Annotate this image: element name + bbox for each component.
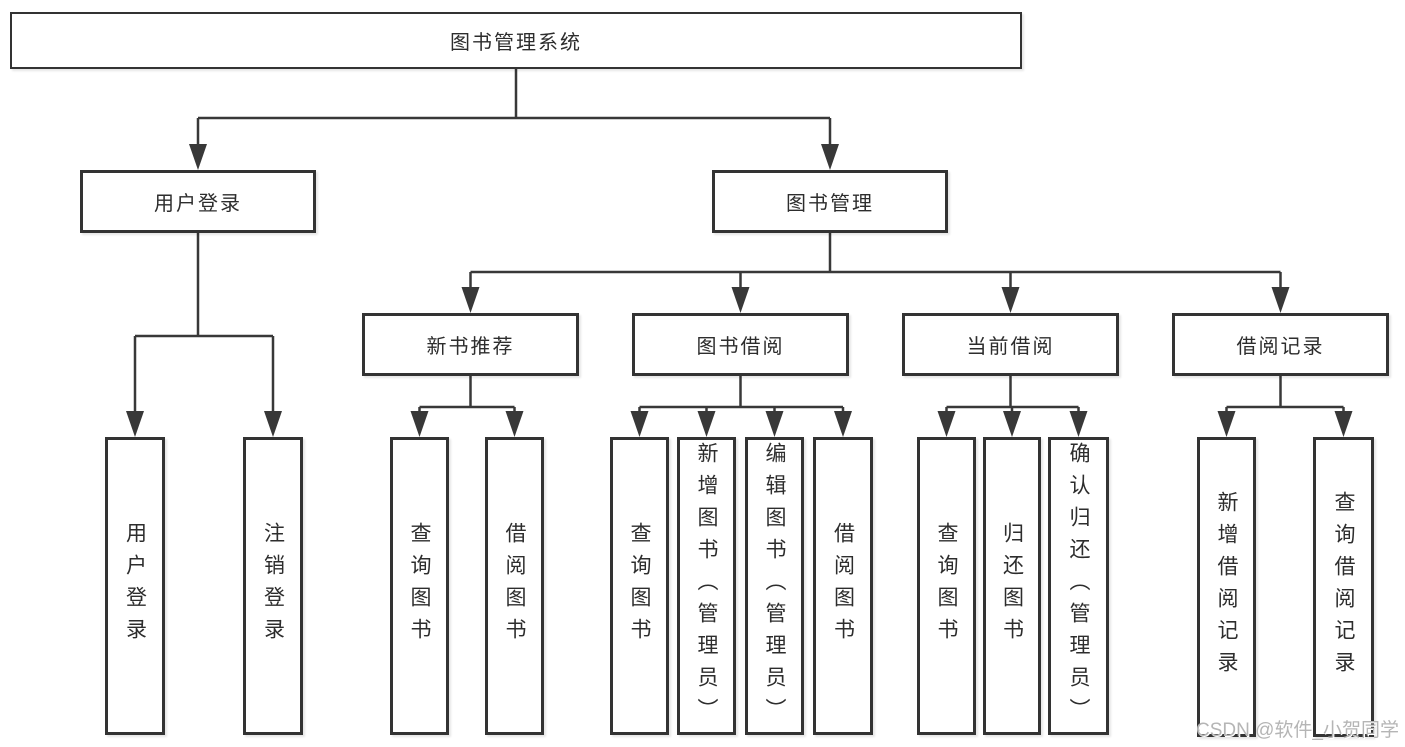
leaf-query-borrow-record: 查询借阅记录 [1313, 437, 1374, 737]
node-user-login: 用户登录 [80, 170, 316, 233]
node-label: 新书推荐 [426, 336, 515, 358]
node-library-management-system: 图书管理系统 [10, 12, 1022, 69]
node-current-borrow: 当前借阅 [902, 313, 1119, 376]
arrowheads [126, 144, 1353, 437]
csdn-watermark: CSDN @软件_小贺同学 [1196, 720, 1399, 741]
node-label: 确认归还（管理员） [1067, 442, 1090, 730]
node-borrow-records: 借阅记录 [1172, 313, 1389, 376]
leaf-query-books-borrow: 查询图书 [610, 437, 669, 735]
node-label: 查询图书 [628, 522, 651, 650]
node-label: 图书借阅 [696, 336, 785, 358]
leaf-return-books: 归还图书 [983, 437, 1041, 735]
node-label: 借阅图书 [831, 522, 855, 650]
leaf-user-login: 用户登录 [105, 437, 165, 735]
node-new-book-recommend: 新书推荐 [362, 313, 579, 376]
leaf-borrow-books: 借阅图书 [813, 437, 873, 735]
leaf-logout: 注销登录 [243, 437, 303, 735]
leaf-query-books-current: 查询图书 [917, 437, 976, 735]
leaf-query-books-recommend: 查询图书 [390, 437, 449, 735]
leaf-add-book-admin: 新增图书（管理员） [677, 437, 736, 735]
node-label: 图书管理系统 [450, 32, 582, 54]
node-label: 编辑图书（管理员） [763, 442, 786, 730]
node-label: 借阅记录 [1236, 336, 1325, 358]
leaf-confirm-return-admin: 确认归还（管理员） [1048, 437, 1109, 735]
node-label: 新增借阅记录 [1215, 491, 1238, 683]
leaf-borrow-books-recommend: 借阅图书 [485, 437, 544, 735]
node-label: 注销登录 [261, 522, 285, 650]
node-label: 查询借阅记录 [1332, 491, 1355, 683]
leaf-add-borrow-record: 新增借阅记录 [1197, 437, 1256, 737]
node-label: 借阅图书 [503, 522, 526, 650]
node-book-management: 图书管理 [712, 170, 948, 233]
node-label: 查询图书 [408, 522, 431, 650]
node-book-borrow: 图书借阅 [632, 313, 849, 376]
node-label: 新增图书（管理员） [695, 442, 718, 730]
node-label: 归还图书 [1000, 522, 1024, 650]
leaf-edit-book-admin: 编辑图书（管理员） [745, 437, 804, 735]
node-label: 当前借阅 [966, 336, 1055, 358]
node-label: 用户登录 [154, 193, 242, 215]
node-label: 图书管理 [786, 193, 874, 215]
node-label: 用户登录 [123, 522, 147, 650]
node-label: 查询图书 [935, 522, 958, 650]
